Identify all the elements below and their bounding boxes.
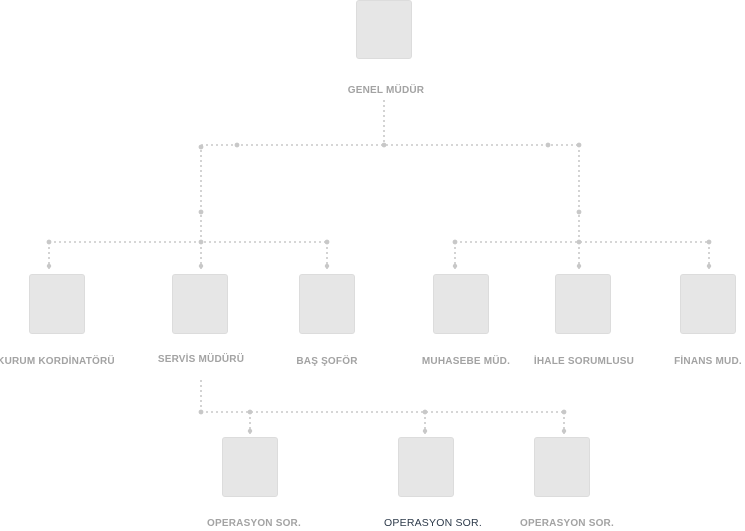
operasyon-sor-card-2 <box>398 437 454 497</box>
connector-dot <box>545 142 551 148</box>
servis-muduru-label: SERVİS MÜDÜRÜ <box>157 354 245 365</box>
connector-dot <box>452 239 458 245</box>
kurum-kordinatoru-label: KURUM KORDİNATÖRÜ <box>0 356 115 367</box>
ihale-sorumlusu-label: İHALE SORUMLUSU <box>533 356 635 367</box>
operasyon-sor-label-1: OPERASYON SOR. <box>207 518 301 529</box>
finans-mud-card <box>680 274 736 334</box>
bas-sofor-card <box>299 274 355 334</box>
connector-dot <box>324 263 330 269</box>
connector-dot <box>198 144 204 150</box>
connector-dot <box>198 239 204 245</box>
connector-dot <box>198 263 204 269</box>
connector-dot <box>46 239 52 245</box>
connector-dot <box>576 239 582 245</box>
connector-dot <box>198 209 204 215</box>
operasyon-sor-label-3: OPERASYON SOR. <box>520 518 614 529</box>
kurum-kordinatoru-card <box>29 274 85 334</box>
connector-dot <box>247 428 253 434</box>
bas-sofor-label: BAŞ ŞOFÖR <box>296 356 358 367</box>
genel-mudur-card <box>356 0 412 59</box>
ihale-sorumlusu-card <box>555 274 611 334</box>
connector-dot <box>576 209 582 215</box>
finans-mud-label: FİNANS MUD. <box>674 356 742 367</box>
operasyon-sor-card-1 <box>222 437 278 497</box>
connector-dot <box>46 263 52 269</box>
connector-dot <box>422 428 428 434</box>
connector-dot <box>198 409 204 415</box>
connector-dot <box>234 142 240 148</box>
genel-mudur-label: GENEL MÜDÜR <box>347 85 425 96</box>
servis-muduru-card <box>172 274 228 334</box>
connector-dot <box>324 239 330 245</box>
operasyon-sor-label-2: OPERASYON SOR. <box>384 517 482 529</box>
connector-dot <box>576 142 582 148</box>
connector-dot <box>452 263 458 269</box>
connector-dot <box>247 409 253 415</box>
connector-dot <box>422 409 428 415</box>
muhasebe-mud-label: MUHASEBE MÜD. <box>421 356 511 367</box>
connector-dot <box>561 409 567 415</box>
connector-dot <box>561 428 567 434</box>
connector-dot <box>706 263 712 269</box>
connector-dot <box>706 239 712 245</box>
muhasebe-mud-card <box>433 274 489 334</box>
connector-dot <box>381 142 387 148</box>
operasyon-sor-card-3 <box>534 437 590 497</box>
connector-dot <box>576 263 582 269</box>
